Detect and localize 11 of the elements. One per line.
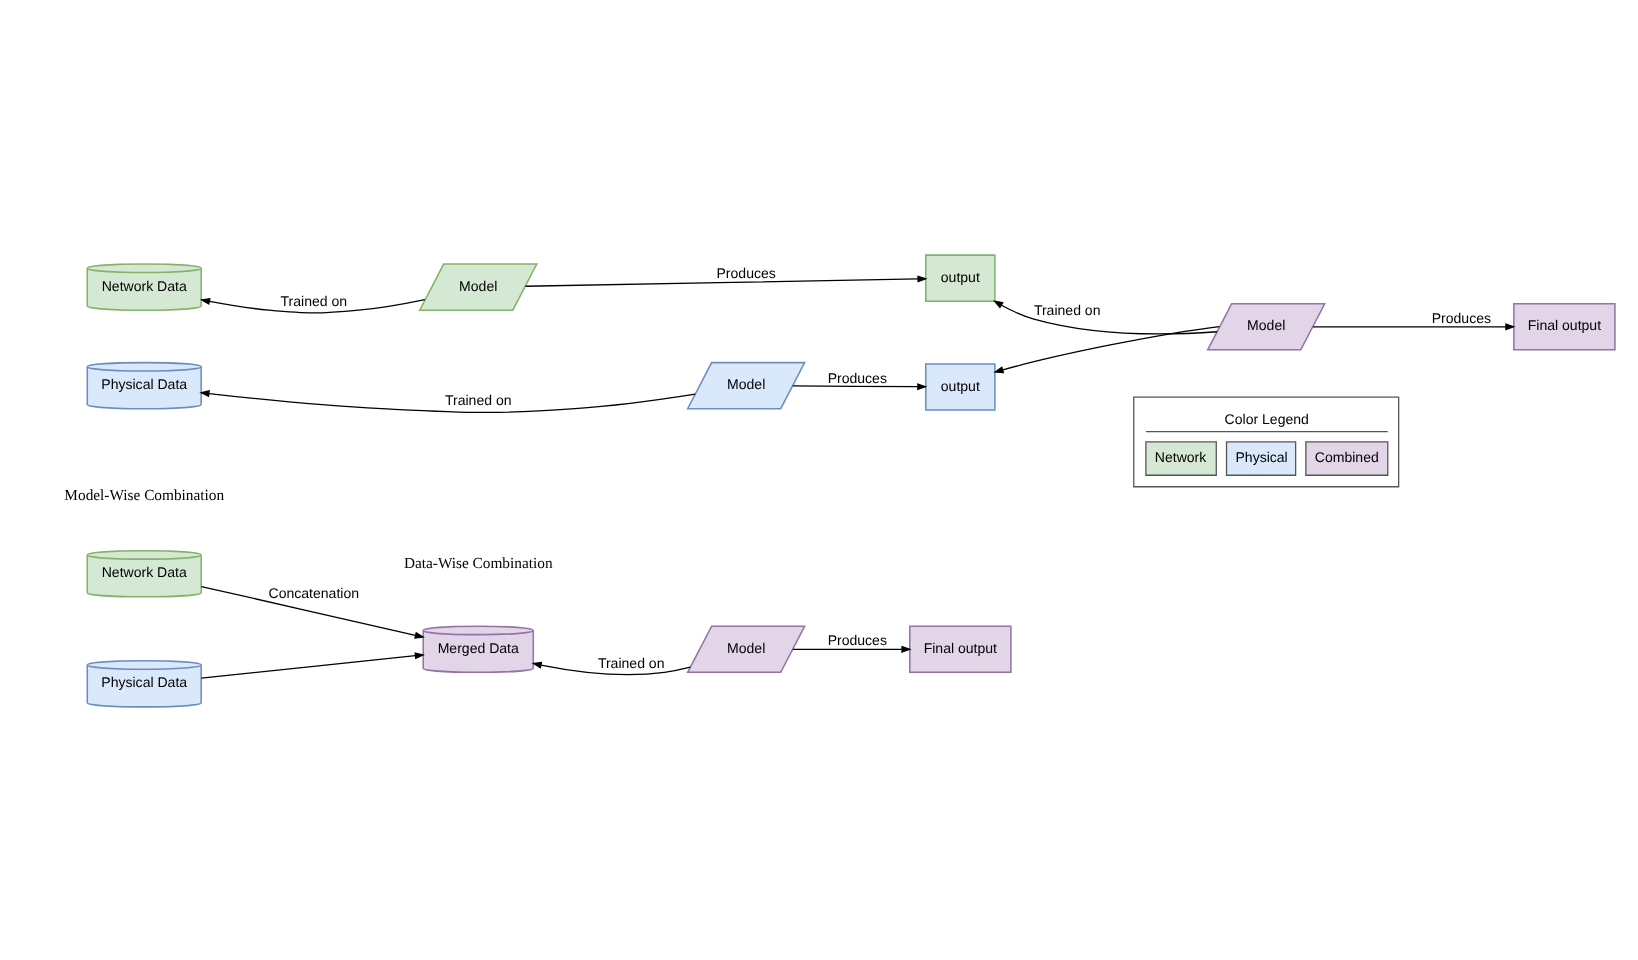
arrow	[198, 296, 425, 313]
arrow	[992, 324, 1219, 373]
arrow	[530, 660, 690, 675]
arrow	[791, 382, 927, 390]
arrow	[198, 389, 695, 413]
arrow	[199, 584, 424, 638]
arrow	[523, 274, 927, 286]
arrow	[1311, 322, 1515, 330]
arrow	[199, 651, 424, 678]
arrow	[992, 299, 1217, 334]
arrow	[791, 644, 911, 652]
